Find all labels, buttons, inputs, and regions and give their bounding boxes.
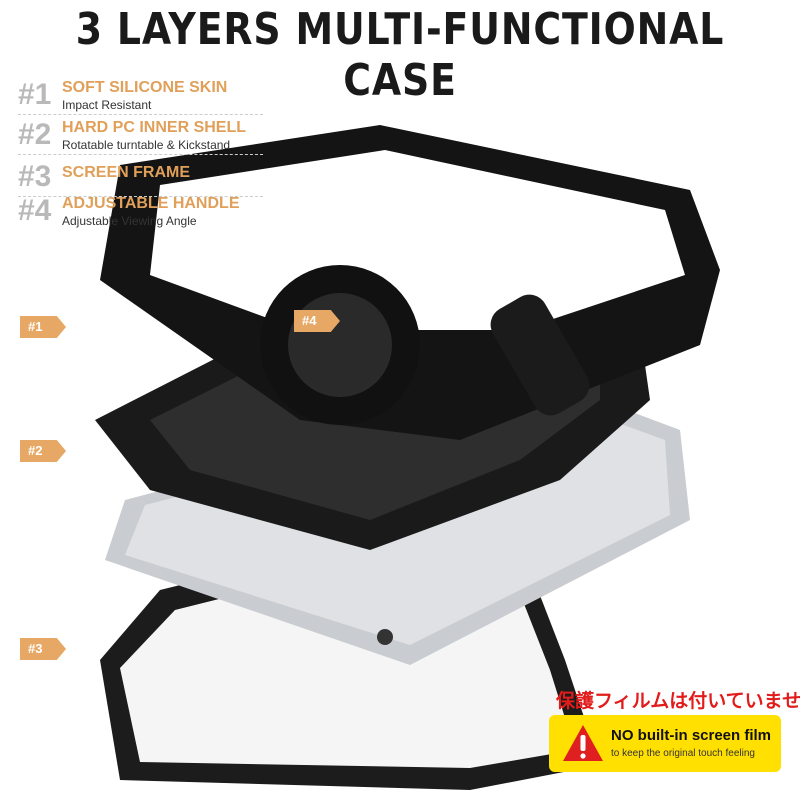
feature-number: #4 xyxy=(18,194,52,227)
feature-subtitle: Adjustable Viewing Angle xyxy=(62,214,197,228)
feature-heading: SOFT SILICONE SKIN xyxy=(62,79,228,96)
feature-heading: ADJUSTABLE HANDLE xyxy=(62,195,240,212)
feature-3: #3 SCREEN FRAME xyxy=(18,158,263,197)
callout-4: #4 xyxy=(294,310,340,332)
callout-2: #2 xyxy=(20,440,66,462)
feature-subtitle: Rotatable turntable & Kickstand xyxy=(62,138,231,152)
warning-subline: to keep the original touch feeling xyxy=(611,748,755,759)
camera xyxy=(377,629,393,645)
callout-1: #1 xyxy=(20,316,66,338)
feature-number: #1 xyxy=(18,78,52,111)
page-title: 3 LAYERS MULTI-FUNCTIONAL CASE xyxy=(75,4,725,106)
warning-headline: NO built-in screen film xyxy=(611,727,772,744)
warning-triangle-icon xyxy=(563,725,603,761)
feature-2: #2 HARD PC INNER SHELL Rotatable turntab… xyxy=(18,116,263,155)
feature-number: #3 xyxy=(18,160,52,193)
feature-1: #1 SOFT SILICONE SKIN Impact Resistant xyxy=(18,76,263,115)
handle-center xyxy=(288,293,392,397)
hand-strap xyxy=(490,294,590,416)
feature-subtitle: Impact Resistant xyxy=(62,98,152,112)
japanese-notice: 保護フィルムは付いていません xyxy=(556,691,800,712)
feature-heading: HARD PC INNER SHELL xyxy=(62,119,247,136)
feature-4: #4 ADJUSTABLE HANDLE Adjustable Viewing … xyxy=(18,192,263,230)
feature-number: #2 xyxy=(18,118,52,151)
silicone-skin-opening xyxy=(150,150,685,330)
feature-heading: SCREEN FRAME xyxy=(62,164,191,181)
callout-3: #3 xyxy=(20,638,66,660)
warning-box: NO built-in screen film to keep the orig… xyxy=(549,715,781,772)
